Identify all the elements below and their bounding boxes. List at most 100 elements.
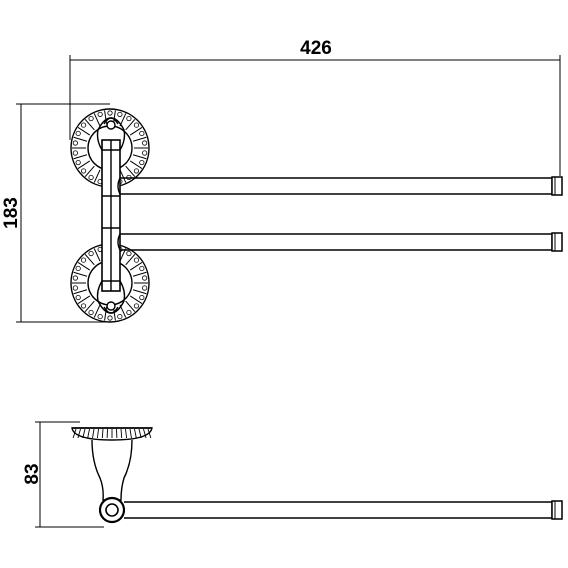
flute-line [77,428,81,439]
flute-line [93,248,101,262]
flute-line [77,160,91,169]
flute-line [125,165,136,178]
flute-line [72,428,77,439]
arm-end-cap [551,232,563,252]
bracket-neck [91,439,133,501]
wall-plate-body [71,427,153,441]
flute-line [73,289,88,295]
dimension-label-width: 426 [300,38,332,59]
dimension-height: 183 [1,103,110,323]
dimension-width: 426 [69,38,561,176]
flute-scallop [139,130,145,137]
flute-line [73,271,88,277]
lower-bracket-head [96,280,126,314]
flute-scallop [80,303,87,309]
flute-scallop [88,309,94,316]
wall-plate-flutes [72,428,152,439]
flute-line [84,300,95,313]
flute-scallop [80,168,87,174]
flute-line [77,295,91,304]
flute-line [84,118,95,131]
lower-swing-arm [117,232,563,252]
flute-scallop [107,315,113,321]
flute-scallop [72,150,78,156]
flute-line [84,165,95,178]
flute-scallop [97,111,103,118]
arm-bar [117,233,553,251]
flute-scallop [75,265,81,272]
bracket-finial [103,117,119,125]
dimension-label-depth: 83 [22,463,43,484]
flute-line [125,300,136,313]
flute-line [132,136,147,142]
flute-line [125,428,128,439]
flute-line [132,271,147,277]
flute-scallop [117,111,123,118]
flute-line [73,154,88,160]
flute-line [77,262,91,271]
flute-scallop [72,140,78,146]
flute-line [104,110,108,125]
pivot-hole [105,503,119,517]
flute-scallop [88,174,94,181]
flute-line [138,428,142,439]
flute-scallop [126,115,132,122]
flute-line [93,304,101,318]
flute-line [120,428,123,439]
flute-line [104,306,108,321]
flute-scallop [126,309,132,316]
flute-line [147,428,152,439]
set-screw-icon [106,120,116,130]
flute-line [82,428,86,439]
arm-bar [117,177,553,195]
flute-scallop [126,250,132,257]
flute-scallop [133,257,140,263]
flute-scallop [72,285,78,291]
flute-scallop [133,168,140,174]
flute-line [129,160,143,169]
flute-scallop [107,110,113,116]
flute-line [93,169,101,183]
flute-line [77,127,91,136]
dimension-label-height: 183 [1,197,22,229]
flute-scallop [97,313,103,320]
dimension-depth: 83 [22,421,104,528]
flute-scallop [117,313,123,320]
flute-line [132,289,147,295]
flute-line [73,136,88,142]
flute-line [129,428,132,439]
flute-scallop [72,275,78,281]
top-view [70,108,563,323]
side-view [71,427,563,524]
upper-bracket-head [96,117,126,151]
flute-scallop [142,140,148,146]
bracket-finial [103,306,119,314]
flute-scallop [133,122,140,128]
flute-scallop [88,250,94,257]
flute-scallop [139,265,145,272]
set-screw-icon [106,301,116,311]
flute-line [129,127,143,136]
flute-scallop [139,294,145,301]
flute-line [143,428,147,439]
arm-end-cap [551,176,563,196]
upper-swing-arm [117,176,563,196]
flute-scallop [139,159,145,166]
flute-line [132,154,147,160]
flute-scallop [88,115,94,122]
flute-line [101,428,104,439]
side-arm-bar [124,501,553,519]
flute-line [129,262,143,271]
flute-line [96,428,99,439]
wall-plate [71,427,153,441]
vertical-column [101,139,121,292]
flute-scallop [75,130,81,137]
flute-line [134,428,137,439]
flute-line [92,428,95,439]
flute-scallop [75,159,81,166]
flute-scallop [142,275,148,281]
flute-line [87,428,90,439]
flute-scallop [133,303,140,309]
flute-line [93,113,101,127]
